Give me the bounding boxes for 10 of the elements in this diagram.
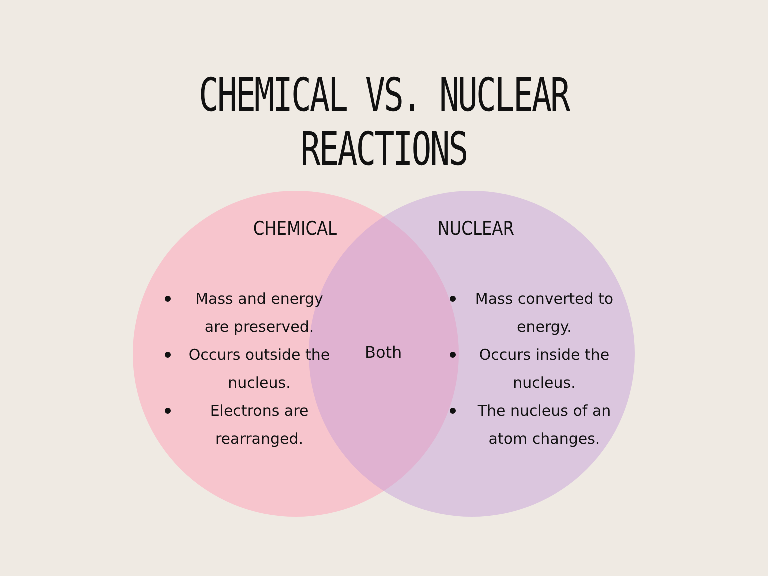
bullet-item: Mass and energy are preserved. bbox=[161, 285, 336, 341]
overlap-label: Both bbox=[365, 343, 402, 362]
bullet-item: Mass converted to energy. bbox=[446, 285, 621, 341]
bullet-item: The nucleus of an atom changes. bbox=[446, 397, 621, 453]
bullet-item: Electrons are rearranged. bbox=[161, 397, 336, 453]
title: CHEMICAL VS. NUCLEAR REACTIONS bbox=[198, 68, 571, 176]
bullet-item: Occurs outside the nucleus. bbox=[161, 341, 336, 397]
set-heading: NUCLEAR bbox=[438, 218, 514, 240]
bullet-item: Occurs inside the nucleus. bbox=[446, 341, 621, 397]
set-heading: CHEMICAL bbox=[253, 218, 338, 240]
